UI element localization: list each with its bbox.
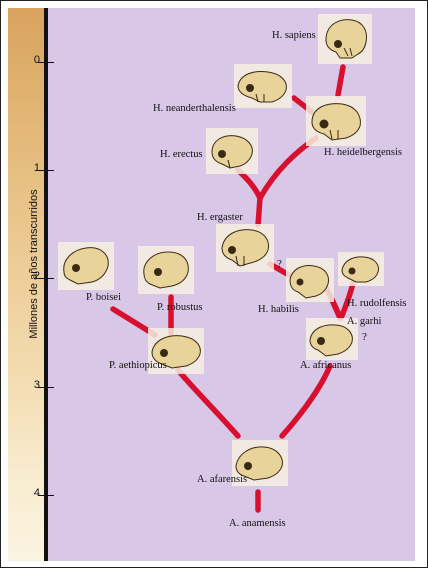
label-h-habilis: H. habilis xyxy=(258,304,299,315)
time-axis-line xyxy=(44,8,48,561)
link-ergaster-stem xyxy=(255,195,263,228)
skull-h-sapiens-icon xyxy=(318,14,372,64)
axis-tick-0 xyxy=(38,62,54,63)
skull-h-erectus-icon xyxy=(206,128,258,174)
skull-a-africanus-icon xyxy=(306,318,358,360)
link-ergaster-heidelbergensis xyxy=(257,135,319,201)
time-axis-band xyxy=(8,8,44,561)
skull-p-boisei-icon xyxy=(58,242,114,290)
skull-h-rudolfensis-icon xyxy=(338,252,384,286)
skull-h-heidelbergensis-icon xyxy=(306,96,366,146)
label-a-garhi: A. garhi xyxy=(347,316,382,327)
skull-h-neanderthalensis-icon xyxy=(234,64,292,108)
label-a-afarensis: A. afarensis xyxy=(197,474,248,485)
label-h-neanderthalensis: H. neanderthalensis xyxy=(153,103,236,114)
axis-tick-4 xyxy=(38,495,54,496)
axis-tick-label-0: 0 xyxy=(33,54,40,66)
uncertain-garhi-link: ? xyxy=(362,331,367,343)
axis-tick-label-3: 3 xyxy=(33,379,40,391)
axis-tick-3 xyxy=(38,387,54,388)
label-p-aethiopicus: P. aethiopicus xyxy=(109,360,167,371)
label-h-sapiens: H. sapiens xyxy=(272,30,316,41)
label-h-ergaster: H. ergaster xyxy=(197,212,243,223)
link-afarensis-aethiopicus xyxy=(175,367,241,439)
label-p-boisei: P. boisei xyxy=(86,292,122,303)
link-ergaster-erectus xyxy=(235,167,263,201)
label-h-erectus: H. erectus xyxy=(160,149,203,160)
link-afarensis-africanus xyxy=(279,363,333,439)
skull-a-afarensis-icon xyxy=(232,440,288,486)
label-h-rudolfensis: H. rudolfensis xyxy=(347,298,407,309)
axis-tick-1 xyxy=(38,170,54,171)
axis-tick-2 xyxy=(38,278,54,279)
skull-p-aethiopicus-icon xyxy=(148,328,204,374)
skull-h-ergaster-icon xyxy=(216,224,274,272)
label-h-heidelbergensis: H. heidelbergensis xyxy=(324,147,402,158)
link-heidelbergensis-sapiens xyxy=(335,64,346,98)
axis-tick-label-2: 2 xyxy=(33,270,40,282)
axis-tick-label-4: 4 xyxy=(33,487,40,499)
axis-tick-label-1: 1 xyxy=(33,162,40,174)
label-a-anamensis: A. anamensis xyxy=(229,518,286,529)
link-rudolfensis-garhi xyxy=(338,280,356,321)
skull-h-habilis-icon xyxy=(286,258,334,302)
label-p-robustus: P. robustus xyxy=(157,302,203,313)
uncertain-habilis-link: ? xyxy=(277,258,282,270)
label-a-africanus: A. africanus xyxy=(300,360,352,371)
skull-p-robustus-icon xyxy=(138,246,194,294)
